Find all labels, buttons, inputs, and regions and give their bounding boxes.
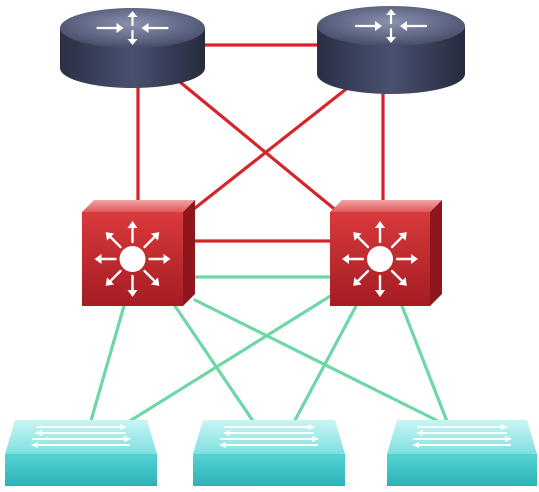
workgroup-switch-icon (31, 424, 131, 448)
router-top (317, 6, 465, 46)
switch-front (387, 454, 537, 486)
multilayer-switch-icon (342, 221, 418, 297)
link-l3-switch-2-to-switch-3 (400, 304, 450, 426)
switch-top (387, 420, 537, 454)
link-router-2-to-l3-switch-1 (188, 84, 352, 214)
switch-3[interactable] (387, 420, 537, 486)
link-l3-switch-2-to-switch-2 (291, 304, 358, 426)
switch-top (5, 420, 157, 454)
switch-front (5, 454, 157, 486)
switch-top (193, 420, 345, 454)
router-top (60, 8, 205, 48)
l3-switch-top (82, 200, 195, 212)
switch-2[interactable] (193, 420, 345, 486)
link-l3-switch-1-to-switch-1 (88, 304, 126, 426)
router-icon (354, 9, 428, 43)
multilayer-switch-icon (94, 221, 171, 297)
router-2[interactable] (317, 6, 465, 94)
router-1[interactable] (60, 8, 205, 88)
links-layer (88, 43, 450, 426)
l3-switch-side (430, 200, 442, 306)
switch-front (193, 454, 345, 486)
workgroup-switch-icon (412, 424, 512, 448)
l3-switch-side (183, 200, 195, 306)
l3-switch-1[interactable] (82, 200, 195, 306)
nodes-layer (5, 6, 537, 486)
link-l3-switch-2-to-switch-1 (123, 288, 342, 426)
l3-switch-top (330, 200, 442, 212)
l3-switch-2[interactable] (330, 200, 442, 306)
router-icon (96, 11, 169, 45)
link-router-1-to-l3-switch-2 (178, 80, 340, 214)
switch-1[interactable] (5, 420, 157, 486)
link-l3-switch-1-to-switch-3 (193, 298, 446, 426)
link-l3-switch-1-to-switch-2 (173, 304, 257, 426)
workgroup-switch-icon (219, 424, 319, 448)
